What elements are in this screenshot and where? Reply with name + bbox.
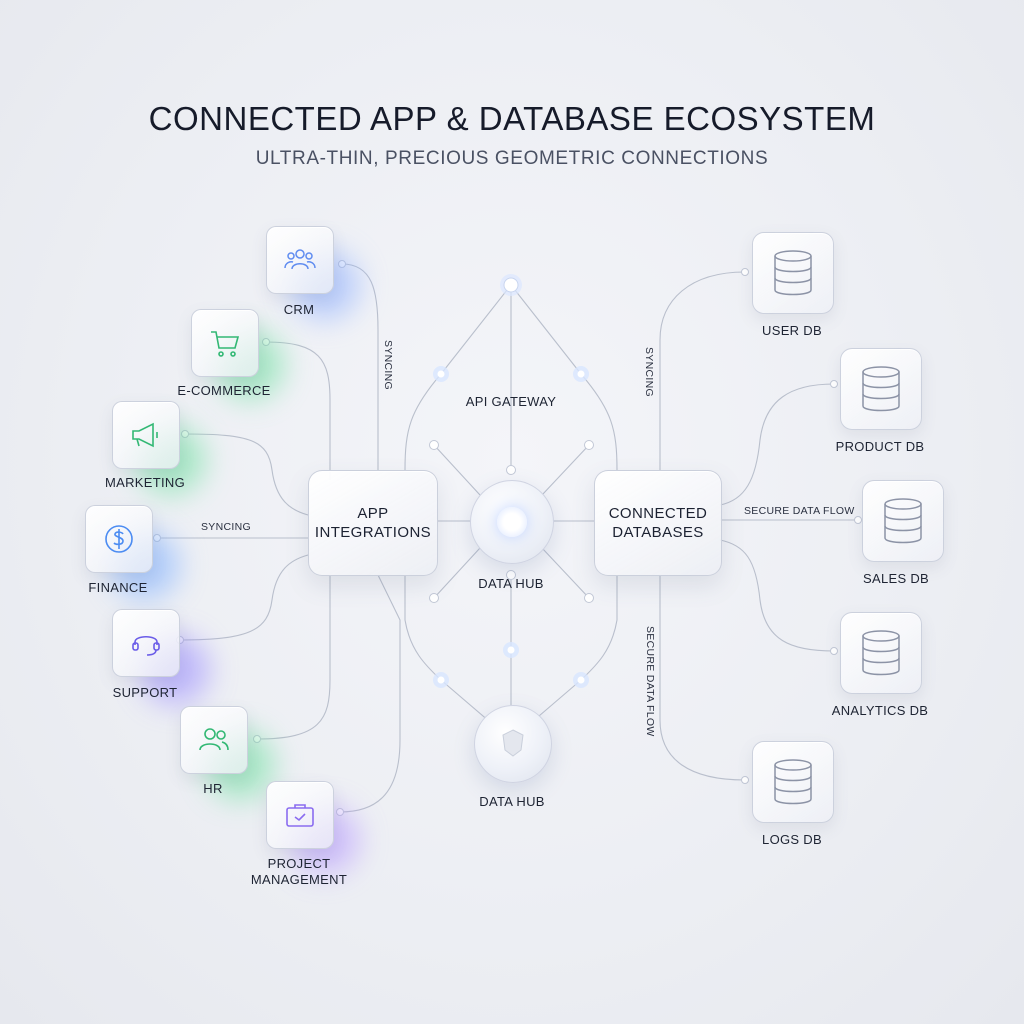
wire-logsdb [659, 575, 746, 781]
wire-marketing [184, 433, 309, 516]
app-label-finance: FINANCE [88, 580, 148, 595]
page-title: CONNECTED APP & DATABASE ECOSYSTEM [148, 100, 876, 137]
db-tile-product[interactable] [840, 348, 922, 430]
data-hub-core [497, 507, 527, 537]
hub-app-integrations[interactable]: APP INTEGRATIONS [308, 470, 438, 576]
briefcase-icon [286, 804, 314, 827]
cart-icon [211, 331, 240, 357]
db-tile-analytics[interactable] [840, 612, 922, 694]
data-hub-orb[interactable] [470, 480, 554, 564]
wire-hr [256, 575, 331, 740]
edge-label-secure-flow: SECURE DATA FLOW [744, 505, 855, 517]
app-tile-support[interactable] [112, 609, 180, 677]
app-label-crm: CRM [283, 302, 315, 317]
db-tile-user[interactable] [752, 232, 834, 314]
wire-pm [339, 574, 401, 813]
wire-analyticsdb [719, 539, 835, 652]
wire-userdb [659, 271, 746, 470]
app-tile-ecommerce[interactable] [191, 309, 259, 377]
users-icon [284, 249, 316, 270]
db-label-user: USER DB [762, 323, 822, 338]
app-label-marketing: MARKETING [105, 475, 185, 490]
edge-label-syncing-left: SYNCING [382, 340, 394, 390]
database-icon [884, 498, 922, 544]
megaphone-icon [132, 422, 158, 448]
app-tile-marketing[interactable] [112, 401, 180, 469]
app-tile-crm[interactable] [266, 226, 334, 294]
wire-ecommerce [265, 341, 331, 480]
page-subtitle: ULTRA-THIN, PRECIOUS GEOMETRIC CONNECTIO… [255, 148, 769, 169]
wire-spokes [433, 444, 590, 599]
data-hub-lower-label: DATA HUB [479, 794, 545, 809]
headset-icon [132, 635, 160, 656]
db-tile-logs[interactable] [752, 741, 834, 823]
edge-label-secure-flow-vertical: SECURE DATA FLOW [644, 626, 656, 737]
wire-productdb [719, 383, 835, 506]
api-gateway-label: API GATEWAY [465, 394, 557, 409]
app-label-hr: HR [203, 781, 223, 796]
data-hub-label: DATA HUB [478, 576, 544, 591]
app-tile-hr[interactable] [180, 706, 248, 774]
database-icon [774, 250, 812, 296]
app-label-support: SUPPORT [112, 685, 178, 700]
database-icon [774, 759, 812, 805]
app-tile-finance[interactable] [85, 505, 153, 573]
edge-label-syncing-right: SYNCING [643, 347, 655, 397]
db-label-product: PRODUCT DB [835, 439, 925, 454]
db-tile-sales[interactable] [862, 480, 944, 562]
database-icon [862, 366, 900, 412]
app-tile-project-management[interactable] [266, 781, 334, 849]
glowing-nodes [433, 274, 589, 688]
shield-icon [502, 729, 524, 757]
db-label-analytics: ANALYTICS DB [831, 703, 929, 718]
wire-support [179, 554, 309, 641]
app-label-project-management: PROJECT MANAGEMENT [250, 856, 348, 887]
db-label-logs: LOGS DB [762, 832, 822, 847]
app-label-ecommerce: E-COMMERCE [177, 383, 271, 398]
people-icon [199, 728, 229, 751]
hub-connected-databases[interactable]: CONNECTED DATABASES [594, 470, 722, 576]
database-icon [862, 630, 900, 676]
dollar-icon [105, 525, 133, 553]
db-label-sales: SALES DB [863, 571, 929, 586]
data-hub-lower-orb[interactable] [474, 705, 552, 783]
edge-label-syncing-finance: SYNCING [201, 521, 251, 533]
